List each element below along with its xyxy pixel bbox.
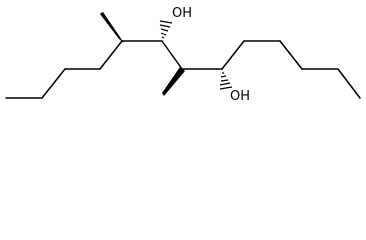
- bond: [41, 68, 66, 99]
- bond: [279, 40, 303, 70]
- main-backbone: [121, 40, 223, 70]
- bond: [99, 40, 123, 70]
- hashed-bond-lower-oh: [219, 72, 233, 90]
- right-hexyl-chain: [221, 40, 361, 99]
- methyl-wedge-bond-fill: [100, 12, 124, 43]
- hashed-bond-upper-oh: [159, 20, 173, 39]
- bond: [161, 40, 183, 70]
- skeletal-structure-diagram: OH OH: [5, 6, 361, 104]
- left-butyl-chain: [5, 40, 123, 99]
- bond: [221, 40, 245, 70]
- methyl-wedge-bond-lower: [162, 67, 185, 96]
- bond: [337, 68, 361, 99]
- hydroxyl-label-upper: OH: [172, 6, 192, 21]
- hydroxyl-label-lower: OH: [230, 89, 250, 104]
